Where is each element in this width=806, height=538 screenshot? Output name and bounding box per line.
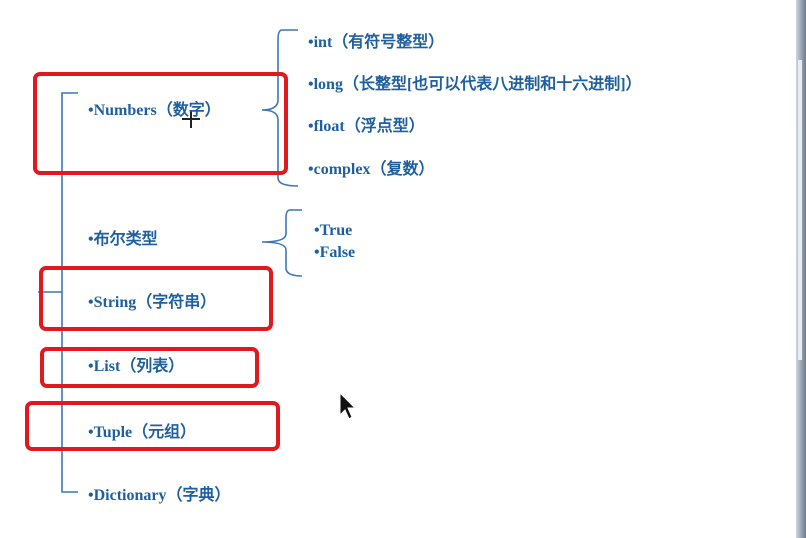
numbers-sub-complex: •complex（复数）: [308, 161, 435, 178]
main-bracket: [61, 92, 78, 493]
item-boolean: •布尔类型: [88, 231, 158, 248]
bool-sub-true: •True: [314, 222, 353, 239]
numbers-sub-long: •long（长整型[也可以代表八进制和十六进制]）: [308, 76, 642, 93]
scrollbar-track[interactable]: [798, 60, 802, 360]
numbers-sub-float: •float（浮点型）: [308, 118, 425, 135]
highlight-box-string: [39, 266, 273, 331]
item-list: •List（列表）: [88, 358, 185, 375]
bool-sub-false: •False: [314, 244, 356, 261]
item-dictionary: •Dictionary（字典）: [88, 487, 231, 504]
crosshair-cursor-icon: [182, 110, 200, 128]
highlight-box-numbers: [33, 72, 288, 175]
item-tuple: •Tuple（元组）: [88, 424, 197, 441]
window-scrollbar[interactable]: [796, 0, 806, 538]
bool-bracket: [261, 209, 303, 277]
numbers-sub-int: •int（有符号整型）: [308, 34, 445, 51]
item-string: •String（字符串）: [88, 294, 217, 311]
item-numbers: •Numbers（数字）: [88, 102, 221, 119]
highlight-box-list: [40, 347, 259, 388]
arrow-cursor-icon: [339, 391, 357, 420]
numbers-bracket: [261, 29, 299, 187]
highlight-box-tuple: [25, 401, 280, 451]
